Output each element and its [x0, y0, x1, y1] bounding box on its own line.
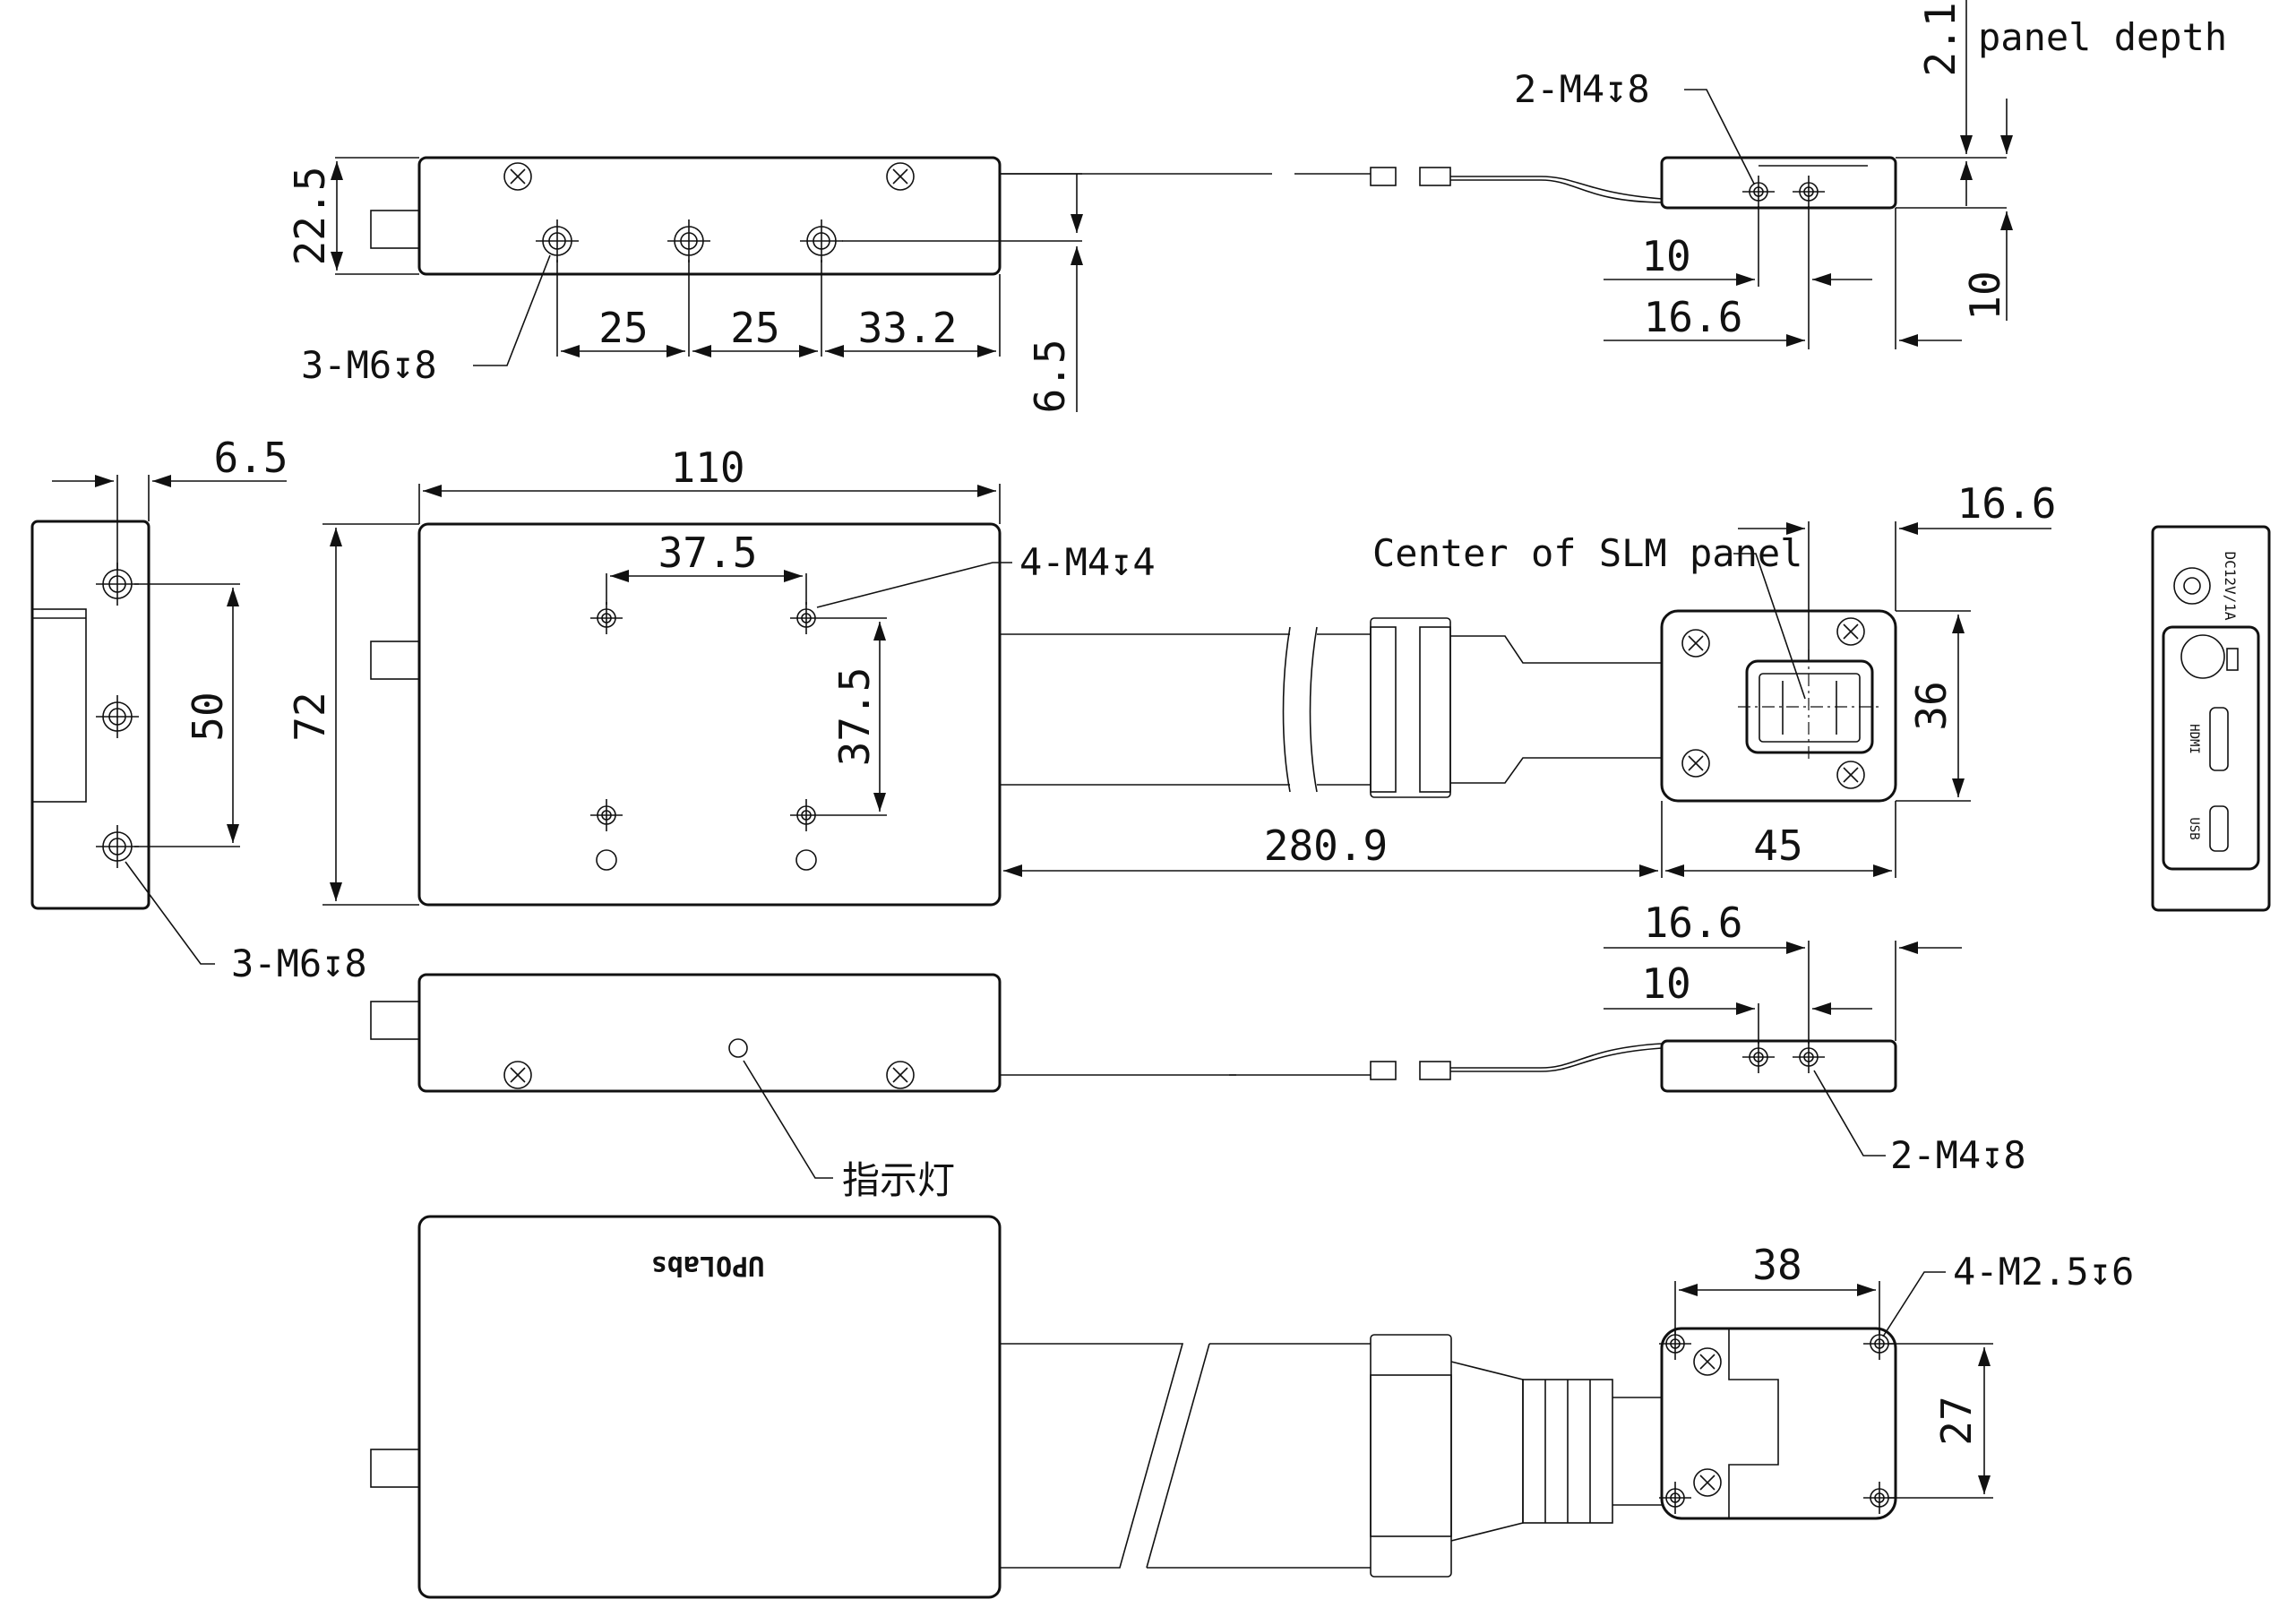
dim-left-offset: 6.5 — [213, 434, 288, 482]
usb-port-icon — [2209, 805, 2229, 852]
slm-head-top — [1660, 609, 1897, 803]
dim-main-width: 110 — [670, 443, 744, 492]
connector-stub — [370, 210, 420, 249]
dim-mid-right-16: 16.6 — [1644, 899, 1743, 947]
label-m6-left: 3-M6↧8 — [231, 942, 367, 985]
bottom-view: UPOLabs 38 27 4-M2.5↧6 — [370, 1215, 2134, 1599]
m4-hole-icon — [1741, 175, 1776, 209]
top-side-view: 22.5 25 25 33.2 6.5 3-M6↧8 2-M4↧8 10 16.… — [286, 0, 2227, 414]
dim-head-height: 36 — [1907, 681, 1956, 730]
m4-hole-icon — [789, 798, 823, 832]
driver-box-side — [417, 156, 1002, 276]
label-m4-top: 2-M4↧8 — [1514, 67, 1650, 111]
dim-panel-depth: 2.1 — [1916, 2, 1965, 76]
label-m4-mid: 2-M4↧8 — [1890, 1133, 2026, 1177]
m4-hole-icon — [589, 601, 623, 635]
dim-spacing-b: 25 — [730, 304, 779, 352]
screw-icon — [886, 1061, 915, 1089]
connector-end — [31, 608, 87, 803]
label-indicator: 指示灯 — [842, 1158, 955, 1202]
label-panel-depth: panel depth — [1978, 15, 2227, 59]
main-top-view: 110 72 37.5 37.5 4-M4↧4 — [286, 443, 2057, 907]
m4-hole-icon — [1792, 1040, 1826, 1074]
dim-top-right-10v: 10 — [1961, 271, 2009, 320]
dim-bottom-27: 27 — [1932, 1396, 1981, 1445]
port-dc-label: DC12V/1A — [2222, 551, 2239, 620]
driver-box-top — [417, 522, 1002, 907]
screw-icon — [503, 162, 532, 191]
dim-top-right-10: 10 — [1641, 232, 1690, 280]
label-m4-main: 4-M4↧4 — [1019, 540, 1156, 584]
dim-head-width: 45 — [1753, 821, 1802, 870]
port-panel — [2162, 625, 2260, 871]
bottom-side-view: 16.6 10 指示灯 2-M4↧8 — [370, 899, 2026, 1202]
m4-hole-icon — [589, 798, 623, 832]
screw-icon — [503, 1061, 532, 1089]
right-end-view: DC12V/1A HDMI USB — [2151, 525, 2271, 912]
dim-top-right-16: 16.6 — [1644, 293, 1743, 341]
dc-jack-icon — [2180, 634, 2225, 679]
dim-left-spacing: 50 — [184, 692, 232, 741]
led-icon — [728, 1038, 748, 1058]
screw-icon — [886, 162, 915, 191]
screw-icon — [1836, 761, 1865, 789]
left-end-view: 6.5 50 3-M6↧8 — [30, 434, 367, 985]
brand-logo: UPOLabs — [651, 1250, 764, 1281]
screw-icon — [1681, 629, 1710, 658]
m4-hole-icon — [1741, 1040, 1776, 1074]
label-center-slm: Center of SLM panel — [1372, 531, 1802, 575]
m6-hole-icon — [535, 219, 580, 263]
dim-main-height: 72 — [286, 692, 334, 741]
slm-head-side-bottom — [1660, 1039, 1897, 1093]
dim-top-offset: 6.5 — [1026, 339, 1074, 413]
dim-top-height: 22.5 — [286, 167, 334, 266]
label-m25: 4-M2.5↧6 — [1953, 1250, 2134, 1294]
m4-hole-icon — [1792, 175, 1826, 209]
screw-icon — [1693, 1347, 1722, 1376]
m6-hole-icon — [666, 219, 711, 263]
driver-box-side-bottom — [417, 973, 1002, 1093]
dim-spacing-c: 33.2 — [858, 304, 958, 352]
m6-hole-icon — [95, 694, 140, 739]
label-m6-top: 3-M6↧8 — [301, 343, 437, 387]
port-hdmi-label: HDMI — [2187, 724, 2201, 754]
dim-hole-spacing-h: 37.5 — [658, 529, 758, 577]
dim-spacing-a: 25 — [598, 304, 648, 352]
driver-box-port-side — [2151, 525, 2271, 912]
m6-hole-icon — [799, 219, 844, 263]
screw-icon — [1693, 1468, 1722, 1497]
dc-jack-icon — [2173, 567, 2211, 605]
slm-head-side — [1660, 156, 1897, 210]
slm-head-bottom — [1660, 1327, 1897, 1520]
driver-box-bottom — [417, 1215, 1002, 1599]
screw-icon — [1836, 617, 1865, 646]
hdmi-port-icon — [2209, 707, 2229, 771]
dim-mid-right-10: 10 — [1641, 959, 1690, 1008]
port-usb-label: USB — [2187, 817, 2201, 839]
dim-hole-spacing-v: 37.5 — [830, 667, 879, 767]
dim-cable-length: 280.9 — [1264, 821, 1388, 870]
screw-icon — [1681, 749, 1710, 778]
m6-hole-icon — [95, 824, 140, 869]
dim-center-offset: 16.6 — [1957, 479, 2057, 528]
dim-bottom-38: 38 — [1752, 1241, 1802, 1289]
